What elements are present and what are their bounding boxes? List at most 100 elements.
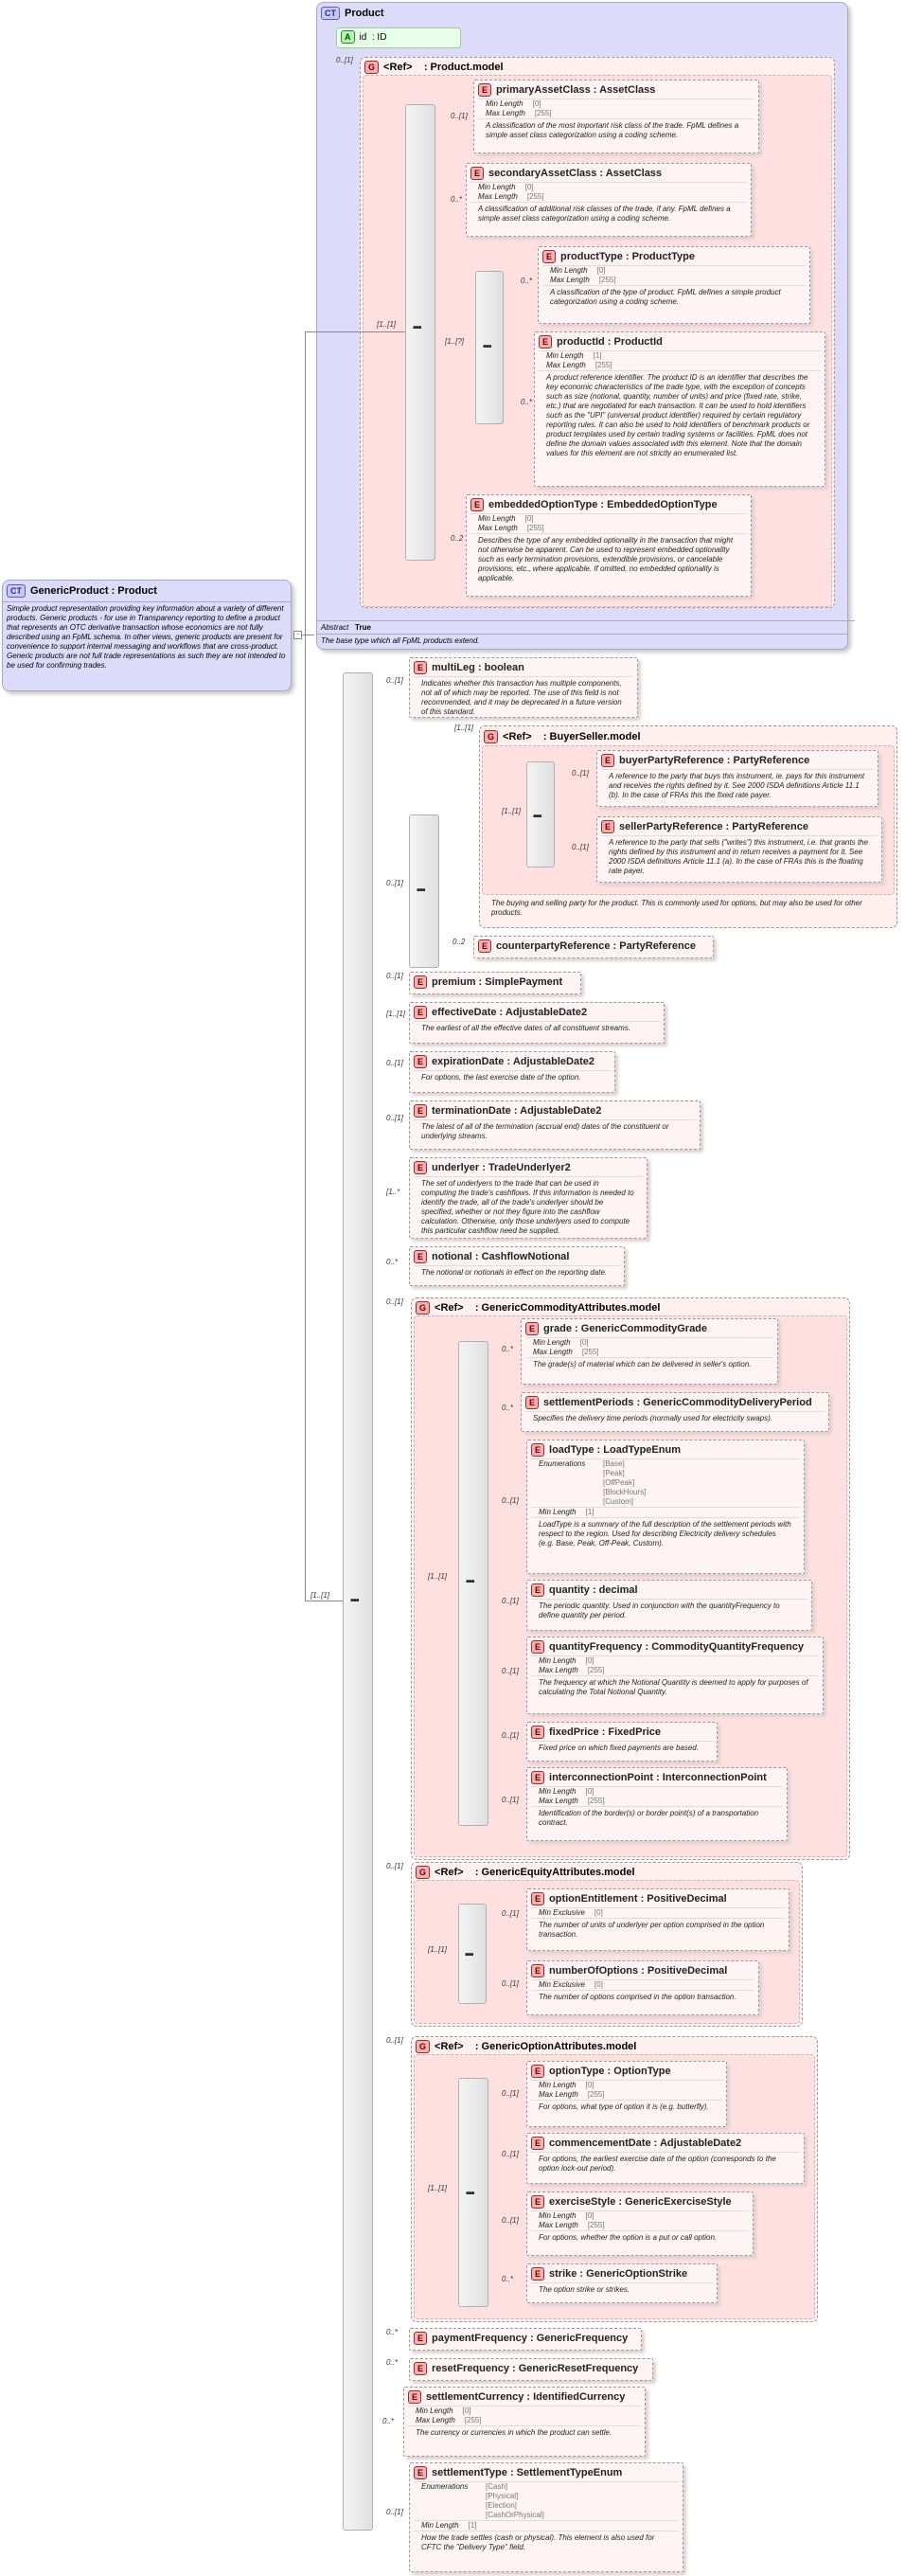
element-type: IdentifiedCurrency bbox=[533, 2390, 626, 2403]
element-name: optionType bbox=[549, 2065, 605, 2077]
element-name: resetFrequency bbox=[432, 2362, 509, 2374]
enum-value: [Peak] bbox=[603, 1469, 625, 1477]
element-name: quantity bbox=[549, 1583, 590, 1596]
element-type: boolean bbox=[484, 661, 524, 673]
element-type: GenericCommodityDeliveryPeriod bbox=[643, 1396, 812, 1408]
sequence-icon: ▪▪▪ bbox=[483, 341, 492, 352]
connector-line bbox=[305, 331, 306, 1601]
element-description: Specifies the delivery time periods (nor… bbox=[525, 1411, 825, 1426]
sequence-icon: ▪▪▪ bbox=[533, 811, 542, 822]
element-description: Indicates whether this transaction has m… bbox=[414, 676, 633, 720]
facet-min-exclusive: Min Exclusive[0] bbox=[531, 1907, 785, 1918]
element-icon: E bbox=[525, 1396, 540, 1409]
element-name: loadType bbox=[549, 1443, 594, 1456]
buyerseller-sequence-bar[interactable] bbox=[526, 761, 555, 868]
option-sequence-bar[interactable] bbox=[458, 2078, 488, 2307]
element-type: TradeUnderlyer2 bbox=[488, 1161, 571, 1173]
mult-equity-seq: [1..[1] bbox=[428, 1945, 448, 1954]
mult-commodity-model: 0..[1] bbox=[386, 1297, 403, 1306]
element-icon: E bbox=[531, 2137, 545, 2150]
element-type: AssetClass bbox=[599, 83, 656, 96]
element-name: paymentFrequency bbox=[432, 2332, 527, 2344]
enum-value: [Base] bbox=[603, 1459, 625, 1468]
enum-value: [Physical] bbox=[486, 2492, 519, 2500]
mult-expiration-date: 0..[1] bbox=[386, 1059, 403, 1067]
equity-sequence-bar[interactable] bbox=[458, 1904, 487, 2004]
element-description: The frequency at which the Notional Quan… bbox=[531, 1675, 819, 1700]
element-name: fixedPrice bbox=[549, 1726, 599, 1738]
producttype-sequence-bar[interactable] bbox=[475, 271, 504, 424]
product-sequence-bar[interactable] bbox=[405, 104, 435, 561]
element-name: notional bbox=[432, 1250, 472, 1262]
element-type: SimplePayment bbox=[485, 975, 563, 988]
mult-buyerseller-seq: [1..[1] bbox=[502, 807, 522, 815]
buyerseller-choice-bar[interactable] bbox=[409, 814, 439, 968]
element-name: quantityFrequency bbox=[549, 1640, 643, 1653]
mult-reset-frequency: 0..* bbox=[386, 2358, 399, 2367]
mult-quantity: 0..[1] bbox=[502, 1597, 519, 1605]
mult-seller: 0..[1] bbox=[572, 843, 589, 851]
element-description: The periodic quantity. Used in conjuncti… bbox=[531, 1599, 807, 1623]
element-name: productType bbox=[560, 250, 623, 262]
element-name: multiLeg bbox=[432, 661, 475, 673]
element-type: ProductId bbox=[613, 335, 663, 348]
element-type: PartyReference bbox=[733, 754, 810, 766]
element-description: The number of units of underlyer per opt… bbox=[531, 1918, 785, 1942]
abstract-label: Abstract bbox=[321, 623, 349, 632]
mult-primary-asset-class: 0..[1] bbox=[451, 112, 468, 120]
element-description: Identification of the border(s) or borde… bbox=[531, 1806, 783, 1831]
element-name: effectiveDate bbox=[432, 1006, 497, 1018]
element-type: PositiveDecimal bbox=[647, 1964, 728, 1977]
main-sequence-bar[interactable] bbox=[343, 672, 373, 2531]
element-type: GenericExerciseStyle bbox=[625, 2195, 732, 2208]
mult-option-entitlement: 0..[1] bbox=[502, 1909, 519, 1918]
mult-option-model: 0..[1] bbox=[386, 2036, 403, 2045]
sequence-icon: ▪▪▪ bbox=[466, 1576, 475, 1587]
element-name: underlyer bbox=[432, 1161, 480, 1173]
element-name: settlementCurrency bbox=[426, 2390, 524, 2403]
commodity-sequence-bar[interactable] bbox=[458, 1341, 488, 1826]
facet-min-exclusive: Min Exclusive[0] bbox=[531, 1979, 754, 1990]
element-icon: E bbox=[531, 1892, 545, 1905]
producttype-seq-mult: [1..[?] bbox=[445, 337, 465, 346]
element-description: Describes the type of any embedded optio… bbox=[470, 533, 747, 586]
mult-buyerseller-choice: 0..[1] bbox=[386, 879, 403, 887]
element-name: buyerPartyReference bbox=[619, 754, 724, 766]
element-description: The grade(s) of material which can be de… bbox=[525, 1357, 773, 1372]
element-name: commencementDate bbox=[549, 2137, 651, 2149]
